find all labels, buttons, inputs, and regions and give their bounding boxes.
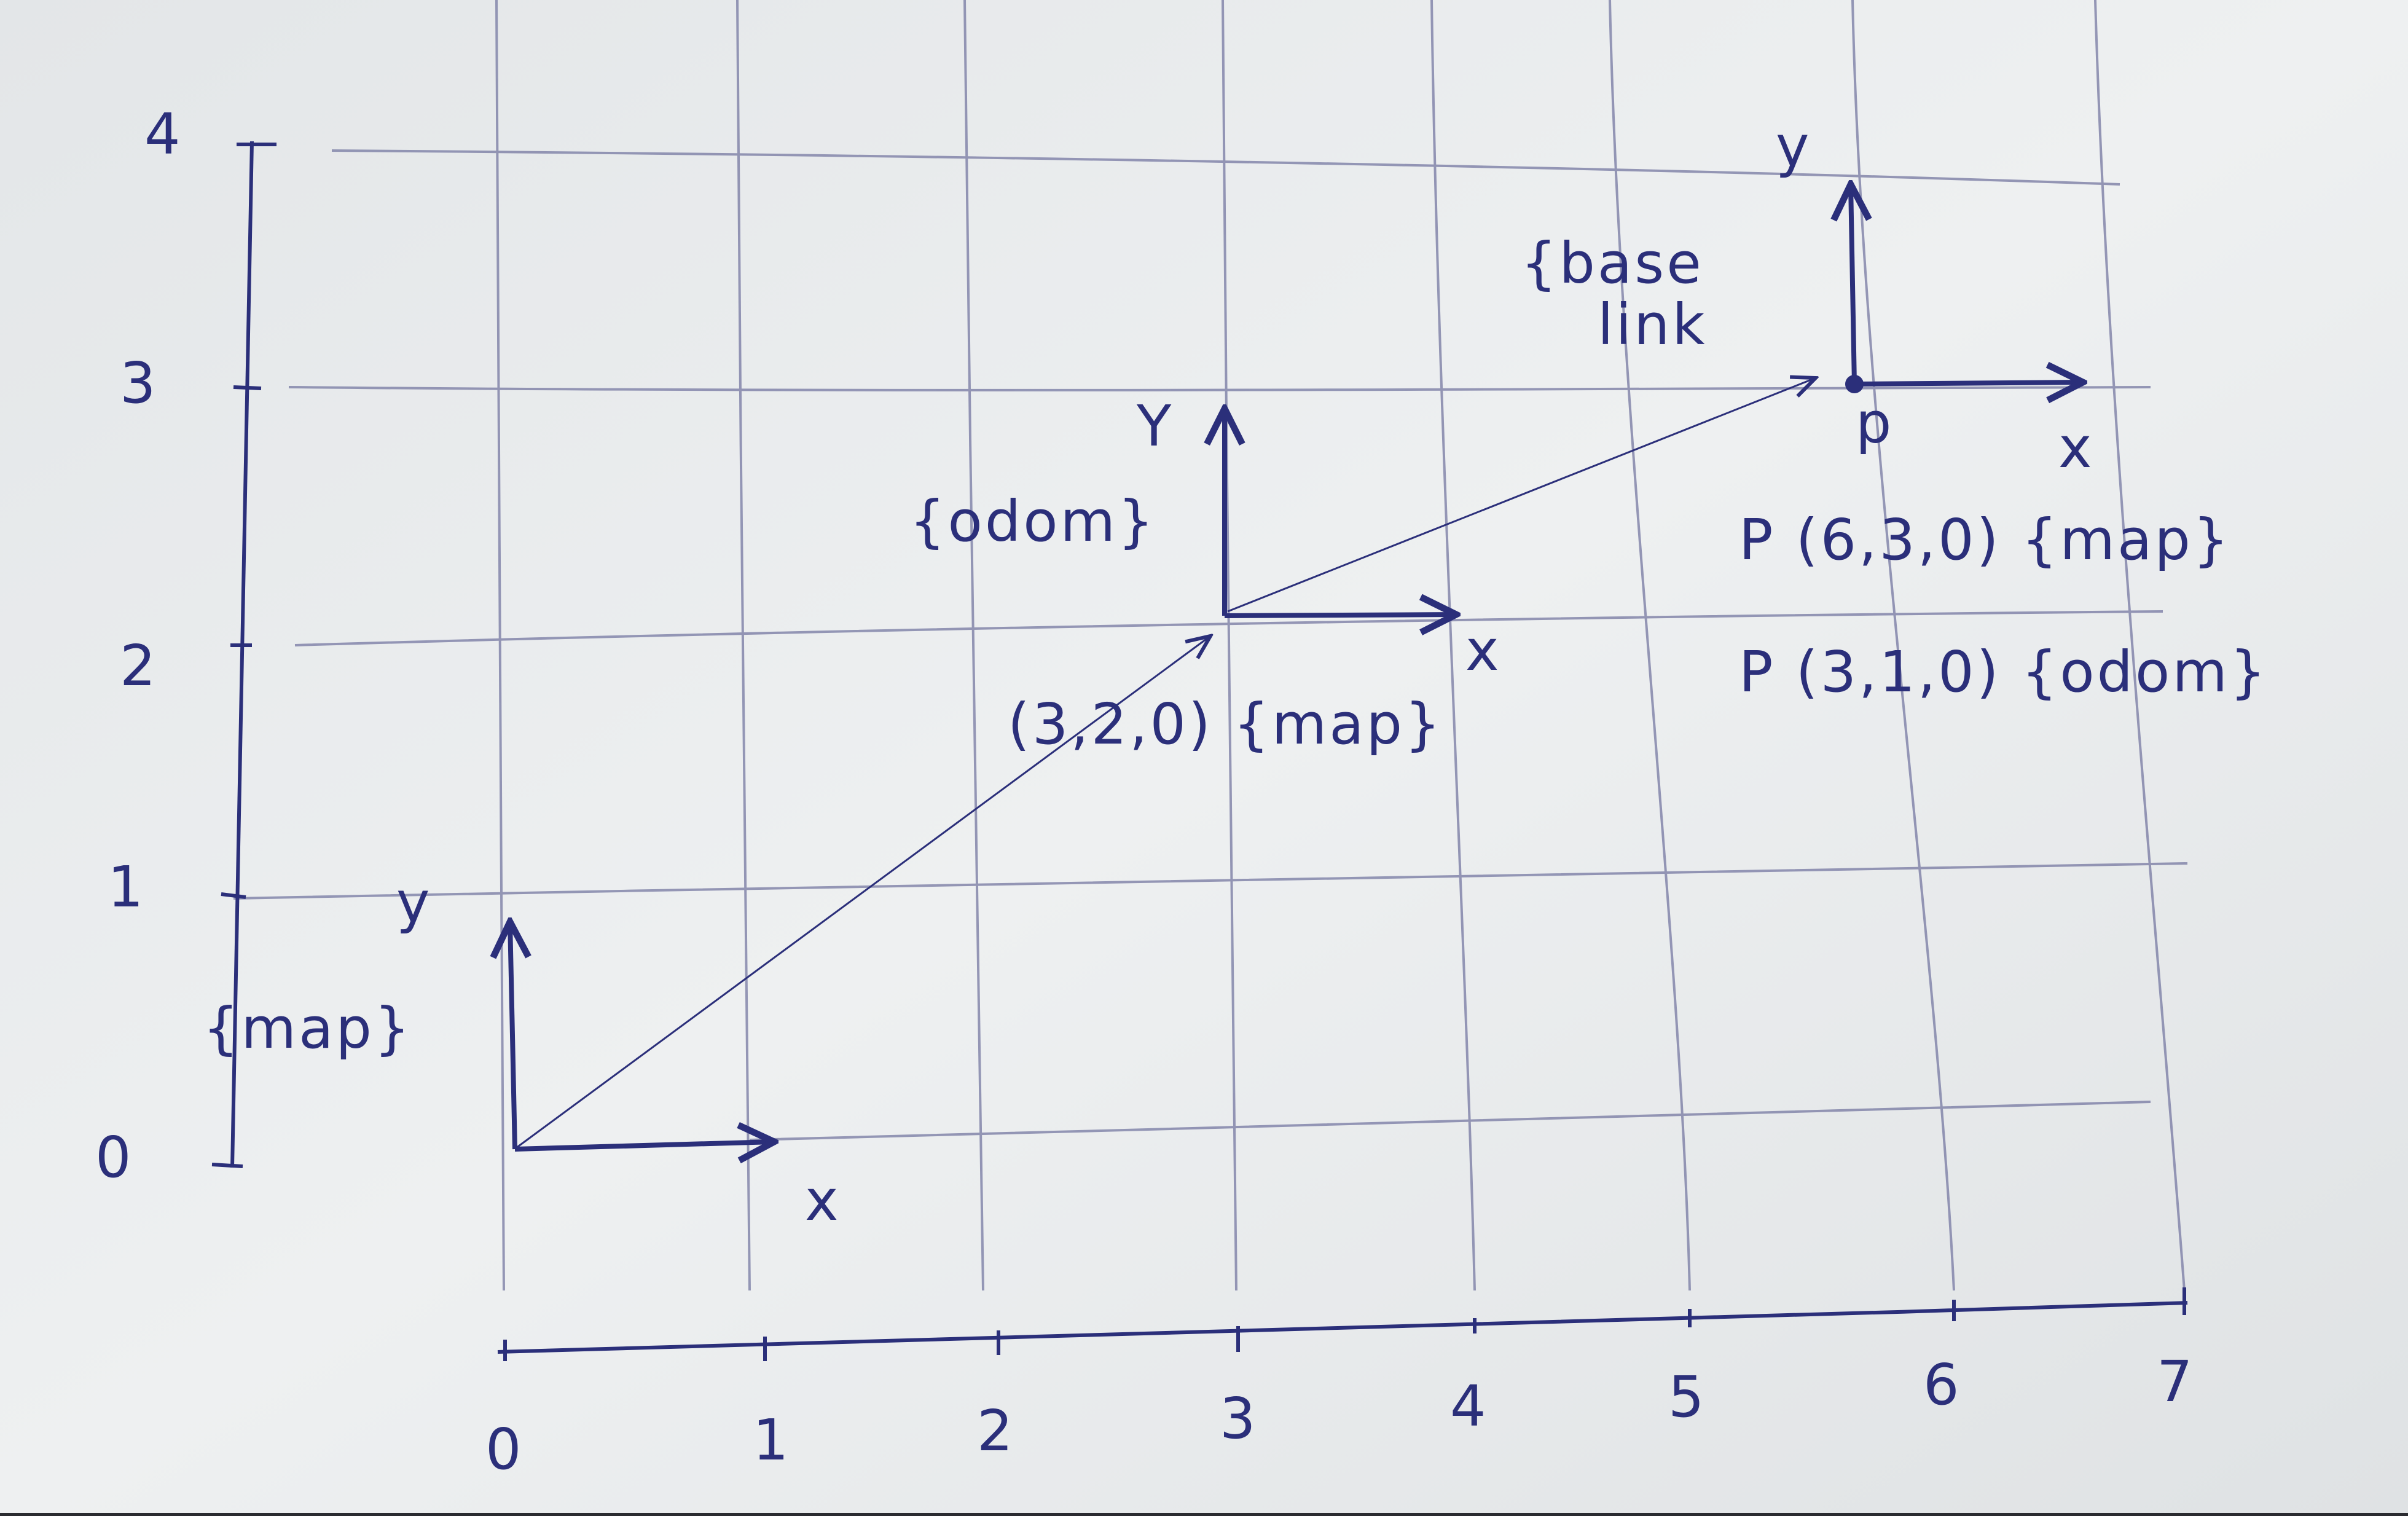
y-tick-3 (233, 385, 262, 390)
x-tick-label-3: 3 (1220, 1386, 1256, 1451)
base-link-y-label: y (1776, 114, 1811, 179)
map-y-label: y (396, 870, 432, 935)
base-link-frame: y x p {base link (1521, 114, 2094, 481)
map-y-arrow (510, 922, 515, 1150)
x-tick-label-5: 5 (1668, 1364, 1704, 1430)
base-link-x-label: x (2058, 415, 2094, 481)
grid-line-h-3 (288, 386, 2151, 391)
map-frame: y x {map} (203, 870, 841, 1233)
x-tick-label-6: 6 (1923, 1352, 1959, 1418)
odom-to-base-link-arrow (1227, 378, 1816, 613)
grid-line-h-2 (294, 610, 2163, 646)
map-x-label: x (805, 1168, 841, 1233)
base-link-y-arrow (1851, 184, 1854, 385)
x-tick-label-7: 7 (2157, 1349, 2193, 1415)
y-tick-1 (221, 892, 246, 899)
x-tick-label-2: 2 (977, 1398, 1013, 1464)
grid-line-v-0 (495, 0, 505, 1291)
odom-y-label: Y (1136, 393, 1174, 459)
point-in-odom-label: P (3,1,0) {odom} (1739, 639, 2269, 705)
tick-labels: 4 3 2 1 0 0 1 2 3 4 5 6 7 (95, 101, 2193, 1482)
y-tick-label-3: 3 (120, 350, 156, 416)
y-tick-0 (211, 1163, 243, 1168)
x-tick-label-0: 0 (485, 1416, 522, 1482)
grid-line-v-2 (963, 0, 984, 1291)
base-link-frame-name-line1: {base (1521, 230, 1704, 296)
base-link-frame-name-line2: link (1598, 292, 1708, 358)
map-frame-name: {map} (203, 996, 412, 1061)
odom-origin-label: (3,2,0) {map} (1008, 691, 1443, 757)
grid-line-v-7 (2094, 0, 2186, 1291)
map-to-odom-arrow (516, 636, 1210, 1149)
grid-line-v-3 (1222, 0, 1237, 1291)
point-p-dot (1845, 375, 1864, 393)
y-tick-label-2: 2 (120, 633, 156, 699)
grid-line-v-1 (736, 0, 751, 1291)
x-tick-label-4: 4 (1450, 1373, 1486, 1439)
y-tick-label-4: 4 (144, 101, 181, 167)
y-axis-line (230, 141, 254, 1168)
grid-line-v-4 (1430, 0, 1476, 1291)
grid-line-h-4 (331, 149, 2120, 186)
point-p-label: p (1856, 390, 1894, 456)
grid-line-h-1 (233, 862, 2188, 900)
base-link-x-arrow (1854, 382, 2083, 384)
point-in-map-label: P (6,3,0) {map} (1739, 507, 2231, 573)
grid (233, 0, 2188, 1291)
x-tick-label-1: 1 (753, 1407, 789, 1473)
odom-frame: Y x {odom} (3,2,0) {map} (909, 393, 1501, 757)
y-tick-label-0: 0 (95, 1125, 131, 1190)
odom-x-label: x (1465, 618, 1501, 683)
odom-frame-name: {odom} (909, 489, 1156, 554)
odom-x-arrow (1224, 615, 1456, 616)
grid-line-h-0 (749, 1101, 2151, 1141)
map-x-arrow (514, 1142, 774, 1149)
y-tick-label-1: 1 (108, 854, 144, 920)
